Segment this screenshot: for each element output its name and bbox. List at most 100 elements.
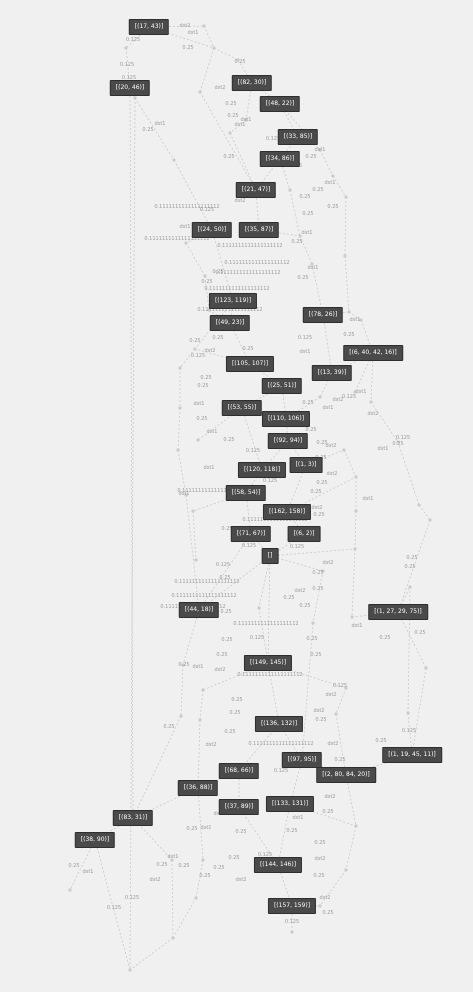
graph-node[interactable]: [(149, 145)] — [243, 655, 293, 671]
graph-node[interactable]: [(13, 39)] — [311, 365, 353, 381]
graph-node[interactable]: [(82, 30)] — [231, 75, 273, 91]
junction-point — [212, 46, 216, 50]
graph-edge — [203, 25, 215, 49]
graph-edge — [198, 555, 271, 611]
graph-edge — [185, 494, 200, 611]
graph-node[interactable]: [(38, 90)] — [74, 832, 116, 848]
graph-node[interactable]: [(6, 40, 42, 16)] — [343, 345, 403, 361]
graph-edge — [197, 787, 204, 861]
graph-node[interactable]: [(157, 159)] — [267, 898, 317, 914]
junction-point — [344, 195, 348, 199]
junction-point — [347, 310, 351, 314]
junction-point — [288, 188, 292, 192]
graph-node[interactable]: [(105, 107)] — [225, 356, 275, 372]
junction-point — [428, 518, 432, 522]
graph-node[interactable]: [(44, 18)] — [178, 602, 220, 618]
graph-edge — [322, 314, 333, 374]
graph-node[interactable]: [(133, 131)] — [265, 796, 315, 812]
graph-node[interactable]: [(162, 158)] — [262, 504, 312, 520]
graph-node[interactable]: [] — [261, 548, 279, 564]
junction-point — [201, 688, 205, 692]
graph-edge — [397, 611, 427, 669]
junction-point — [194, 896, 198, 900]
junction-point — [318, 148, 322, 152]
graph-node[interactable]: [(17, 43)] — [128, 19, 170, 35]
junction-point — [179, 714, 183, 718]
graph-node[interactable]: [(49, 23)] — [209, 315, 251, 331]
graph-node[interactable]: [(53, 55)] — [221, 400, 263, 416]
graph-edge — [241, 407, 263, 471]
graph-edge — [197, 719, 201, 789]
graph-node[interactable]: [(58, 54)] — [225, 485, 267, 501]
graph-node[interactable]: [(37, 89)] — [218, 799, 260, 815]
graph-edge — [351, 548, 356, 618]
graph-node[interactable]: [(25, 51)] — [261, 378, 303, 394]
graph-node[interactable]: [(97, 95)] — [281, 752, 323, 768]
graph-node[interactable]: [(48, 22)] — [259, 96, 301, 112]
graph-edge — [258, 555, 271, 609]
graph-node[interactable]: [(1, 3)] — [289, 457, 323, 473]
graph-node[interactable]: [(20, 46)] — [109, 80, 151, 96]
graph-node[interactable]: [(36, 88)] — [177, 780, 219, 796]
graph-node[interactable]: [(136, 132)] — [254, 716, 304, 732]
graph-node[interactable]: [(92, 94)] — [267, 433, 309, 449]
junction-point — [369, 400, 373, 404]
graph-node[interactable]: [(123, 119)] — [208, 293, 258, 309]
graph-edge — [134, 97, 175, 161]
junction-point — [228, 131, 232, 135]
junction-point — [170, 858, 174, 862]
graph-node[interactable]: [(144, 146)] — [253, 857, 303, 873]
junction-point — [334, 712, 338, 716]
junction-point — [344, 868, 348, 872]
junction-point — [354, 475, 358, 479]
graph-node[interactable]: [(1, 19, 45, 11)] — [382, 747, 442, 763]
graph-edge — [229, 119, 247, 134]
junction-point — [196, 438, 200, 442]
junction-point — [184, 241, 188, 245]
graph-edge — [204, 275, 210, 311]
junction-point — [198, 90, 202, 94]
graph-node[interactable]: [(2, 80, 84, 20)] — [316, 767, 376, 783]
junction-point — [178, 366, 182, 370]
graph-node[interactable]: [(83, 31)] — [112, 810, 154, 826]
junction-point — [342, 448, 346, 452]
graph-node[interactable]: [(110, 106)] — [261, 411, 311, 427]
graph-edge — [192, 510, 197, 561]
junction-point — [207, 308, 211, 312]
graph-edge — [198, 533, 252, 611]
graph-edge — [229, 132, 257, 191]
junction-point — [406, 711, 410, 715]
graph-node[interactable]: [(68, 66)] — [218, 763, 260, 779]
graph-edge — [179, 348, 196, 369]
graph-edge — [411, 667, 427, 756]
junction-point — [350, 615, 354, 619]
graph-node[interactable]: [(35, 87)] — [238, 222, 280, 238]
graph-node[interactable]: [(6, 2)] — [287, 526, 321, 542]
graph-node[interactable]: [(120, 118)] — [237, 462, 287, 478]
graph-node[interactable]: [(21, 47)] — [235, 182, 277, 198]
graph-edge — [245, 492, 252, 535]
graph-edge — [345, 825, 357, 871]
junction-point — [171, 936, 175, 940]
graph-edge — [182, 609, 200, 666]
junction-point — [172, 158, 176, 162]
junction-point — [298, 234, 302, 238]
junction-point — [236, 58, 240, 62]
graph-node[interactable]: [(24, 50)] — [191, 222, 233, 238]
junction-point — [202, 24, 206, 28]
graph-node[interactable]: [(1, 27, 29, 75)] — [368, 604, 428, 620]
graph-node[interactable]: [(33, 85)] — [277, 129, 319, 145]
junction-point — [191, 509, 195, 513]
graph-edge — [299, 235, 313, 265]
graph-node[interactable]: [(71, 67)] — [230, 526, 272, 542]
graph-edge — [129, 937, 174, 971]
junction-point — [68, 888, 72, 892]
graph-edge — [345, 774, 357, 827]
junction-point — [176, 448, 180, 452]
junction-point — [310, 262, 314, 266]
graph-edge — [269, 555, 324, 572]
graph-node[interactable]: [(34, 86)] — [259, 151, 301, 167]
graph-node[interactable]: [(78, 26)] — [302, 307, 344, 323]
junction-point — [321, 569, 325, 573]
